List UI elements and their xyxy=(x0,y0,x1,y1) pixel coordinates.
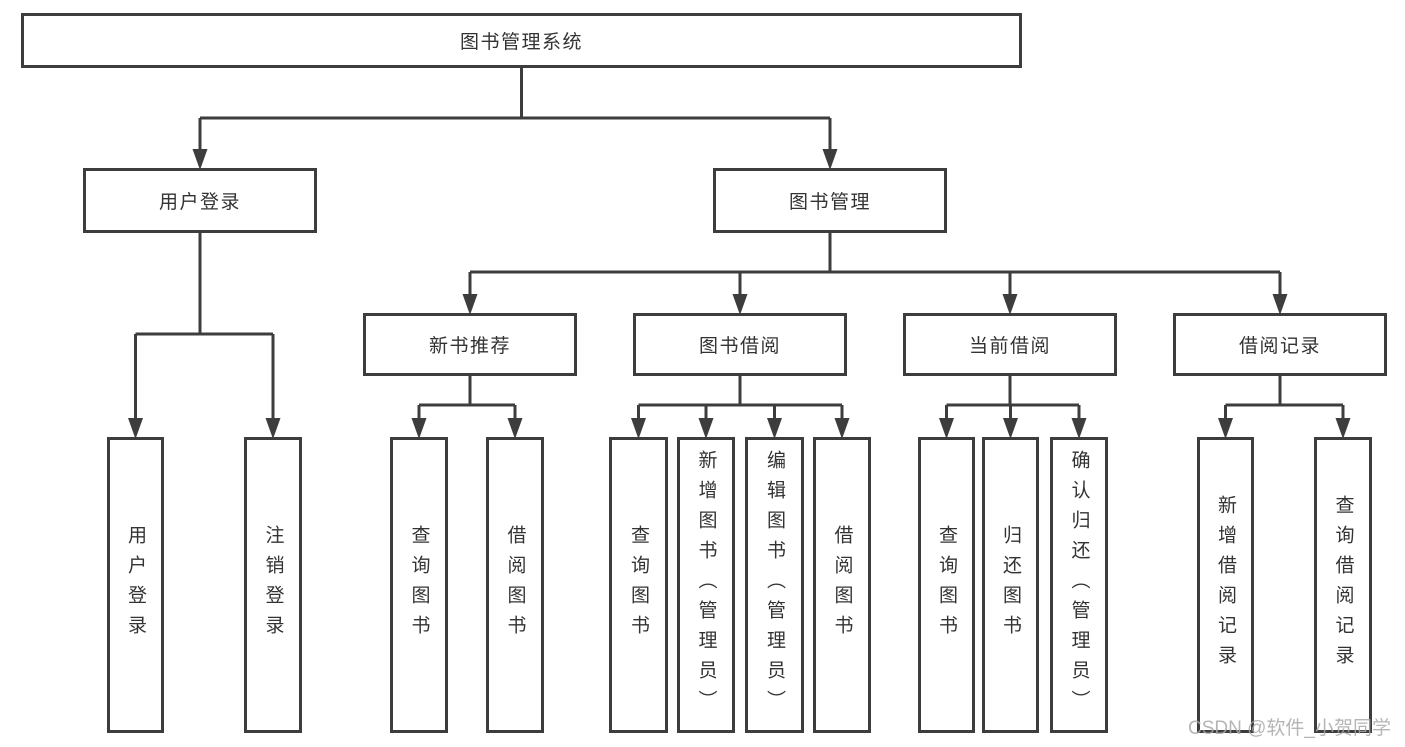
leaf-newbooks-borrow-books: 借阅图书 xyxy=(486,437,544,733)
arrow-down-icon xyxy=(411,418,427,439)
arrow-down-icon xyxy=(1335,418,1351,439)
arrow-down-icon xyxy=(939,418,954,439)
arrow-down-icon xyxy=(1003,418,1018,439)
arrowheads xyxy=(128,149,1351,439)
leaf-current-query-books: 查询图书 xyxy=(918,437,975,733)
node-label: 注销登录 xyxy=(262,525,284,645)
arrow-down-icon xyxy=(1218,418,1233,439)
node-label: 新增借阅记录 xyxy=(1215,495,1236,675)
leaf-current-confirm-return-admin: 确认归还（管理员） xyxy=(1050,437,1108,733)
leaf-records-add-record: 新增借阅记录 xyxy=(1197,437,1254,733)
node-label: 查询图书 xyxy=(628,525,649,645)
node-label: 查询图书 xyxy=(936,525,957,645)
arrow-down-icon xyxy=(767,418,782,439)
leaf-borrow-query-books: 查询图书 xyxy=(609,437,668,733)
leaf-borrow-edit-books-admin: 编辑图书（管理员） xyxy=(745,437,804,733)
node-label: 用户登录 xyxy=(125,525,146,645)
arrow-down-icon xyxy=(1002,294,1018,315)
arrow-down-icon xyxy=(822,149,838,170)
node-root-system: 图书管理系统 xyxy=(21,13,1022,68)
node-label: 当前借阅 xyxy=(968,336,1051,357)
node-label: 新增图书（管理员） xyxy=(695,450,717,720)
node-label: 借阅图书 xyxy=(831,525,853,645)
node-label: 用户登录 xyxy=(158,192,241,213)
edge-login-to-leaves xyxy=(134,233,275,433)
node-book-borrowing: 图书借阅 xyxy=(633,313,847,376)
arrow-down-icon xyxy=(732,294,748,315)
node-label: 借阅图书 xyxy=(504,525,526,645)
edge-newbooks-to-leaves xyxy=(417,376,517,433)
node-book-management: 图书管理 xyxy=(713,168,947,233)
node-label: 图书管理 xyxy=(788,192,871,213)
leaf-borrow-add-books-admin: 新增图书（管理员） xyxy=(677,437,735,733)
edge-root-to-level2 xyxy=(198,66,832,166)
arrow-down-icon xyxy=(698,418,714,439)
arrow-down-icon xyxy=(631,418,646,439)
leaf-borrow-borrow-books: 借阅图书 xyxy=(813,437,871,733)
arrow-down-icon xyxy=(192,149,208,170)
node-label: 归还图书 xyxy=(1000,525,1021,645)
edge-mgmt-to-level3 xyxy=(468,233,1282,311)
arrow-down-icon xyxy=(462,294,478,315)
node-label: 新书推荐 xyxy=(428,336,511,357)
arrow-down-icon xyxy=(507,418,523,439)
arrow-down-icon xyxy=(128,418,143,439)
node-current-borrowing: 当前借阅 xyxy=(903,313,1117,376)
edge-bookborrow-to-leaves xyxy=(637,376,844,433)
node-user-login: 用户登录 xyxy=(83,168,317,233)
arrow-down-icon xyxy=(834,418,850,439)
node-label: 图书借阅 xyxy=(698,336,781,357)
node-new-book-recommend: 新书推荐 xyxy=(363,313,577,376)
node-label: 查询图书 xyxy=(408,525,430,645)
leaf-current-return-books: 归还图书 xyxy=(982,437,1039,733)
arrow-down-icon xyxy=(1272,294,1288,315)
arrow-down-icon xyxy=(1071,418,1087,439)
tree-edges xyxy=(134,66,1345,433)
leaf-user-login: 用户登录 xyxy=(107,437,164,733)
arrow-down-icon xyxy=(265,418,281,439)
edge-records-to-leaves xyxy=(1224,376,1345,433)
node-borrowing-records: 借阅记录 xyxy=(1173,313,1387,376)
leaf-records-query-record: 查询借阅记录 xyxy=(1314,437,1372,733)
leaf-logout: 注销登录 xyxy=(244,437,302,733)
node-label: 借阅记录 xyxy=(1238,336,1321,357)
leaf-newbooks-query-books: 查询图书 xyxy=(390,437,448,733)
node-label: 查询借阅记录 xyxy=(1332,495,1354,675)
node-label: 图书管理系统 xyxy=(459,32,583,53)
node-label: 编辑图书（管理员） xyxy=(764,450,785,720)
node-label: 确认归还（管理员） xyxy=(1068,450,1090,720)
csdn-watermark: CSDN @软件_小贺同学 xyxy=(1188,718,1391,739)
